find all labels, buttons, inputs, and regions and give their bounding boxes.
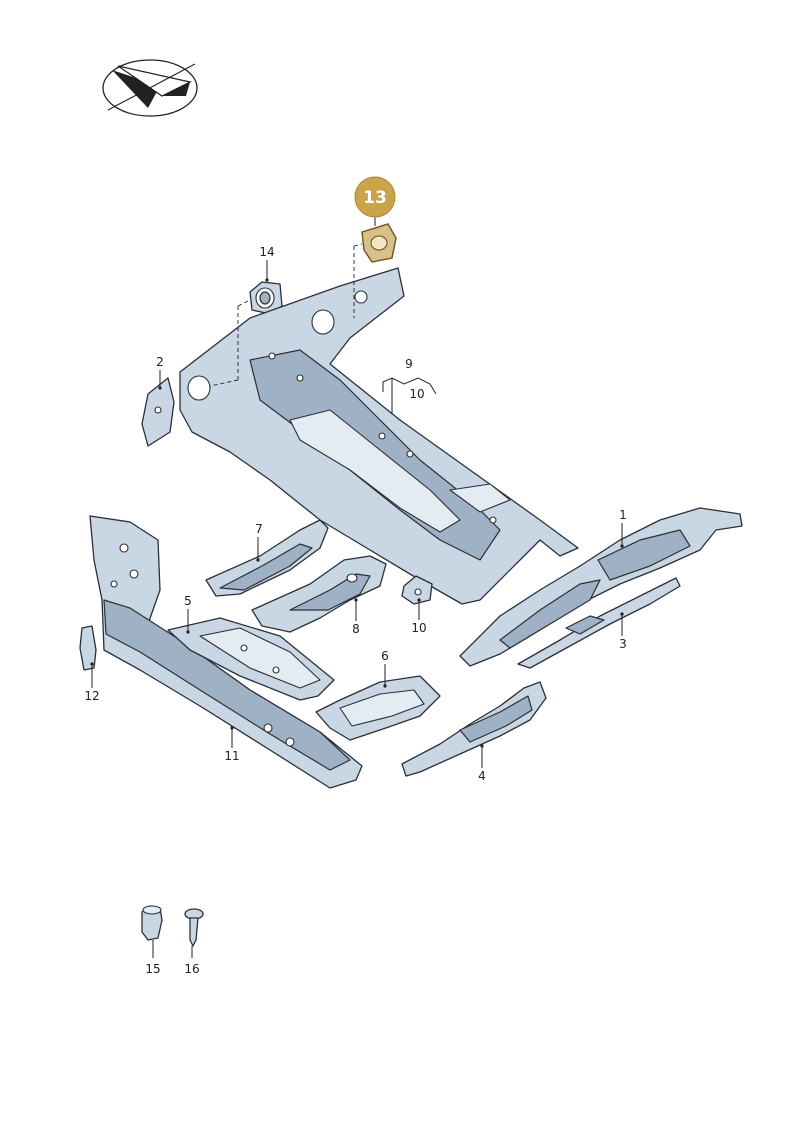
- part-3-rail[interactable]: [517, 577, 681, 669]
- part-6-floor-panel[interactable]: [315, 675, 441, 741]
- callout-4[interactable]: 4: [478, 769, 486, 783]
- part-12-bracket[interactable]: [79, 625, 97, 671]
- rear-floor-pan[interactable]: [179, 267, 579, 605]
- callout-7[interactable]: 7: [255, 522, 263, 536]
- callout-13-highlighted[interactable]: 13: [354, 176, 396, 218]
- part-1-side-panel[interactable]: [459, 507, 743, 667]
- callout-12[interactable]: 12: [84, 689, 99, 703]
- callout-1[interactable]: 1: [619, 508, 627, 522]
- part-16-screw[interactable]: [184, 908, 204, 947]
- callout-8[interactable]: 8: [352, 622, 360, 636]
- part-10-bracket[interactable]: [401, 575, 433, 605]
- part-2-bracket[interactable]: [141, 377, 175, 447]
- brand-logo-icon: [102, 59, 198, 117]
- callout-labels: 14 2 9 10 7 5 8 10 6 1 3 4 11 12 15 16: [84, 245, 626, 976]
- assembly-guides: [209, 243, 363, 387]
- part-11-side-member[interactable]: [89, 515, 363, 789]
- callout-2[interactable]: 2: [156, 355, 164, 369]
- callout-16[interactable]: 16: [184, 962, 199, 976]
- callout-11[interactable]: 11: [224, 749, 239, 763]
- part-4-floor-extension[interactable]: [401, 681, 547, 777]
- part-15-plug[interactable]: [141, 905, 163, 941]
- callout-10-lower[interactable]: 10: [411, 621, 426, 635]
- callout-5[interactable]: 5: [184, 594, 192, 608]
- part-13-highlighted-cover[interactable]: [361, 223, 397, 263]
- callout-6[interactable]: 6: [381, 649, 389, 663]
- callout-13-label: 13: [363, 188, 387, 208]
- callout-14[interactable]: 14: [259, 245, 274, 259]
- callout-15[interactable]: 15: [145, 962, 160, 976]
- part-7-cross-member[interactable]: [205, 519, 329, 597]
- callout-10-upper[interactable]: 10: [409, 387, 424, 401]
- part-5-floor-panel[interactable]: [167, 617, 335, 701]
- callout-3[interactable]: 3: [619, 637, 627, 651]
- part-8-cross-member[interactable]: [251, 555, 387, 633]
- callout-9[interactable]: 9: [405, 357, 413, 371]
- leader-lines: [90, 212, 624, 958]
